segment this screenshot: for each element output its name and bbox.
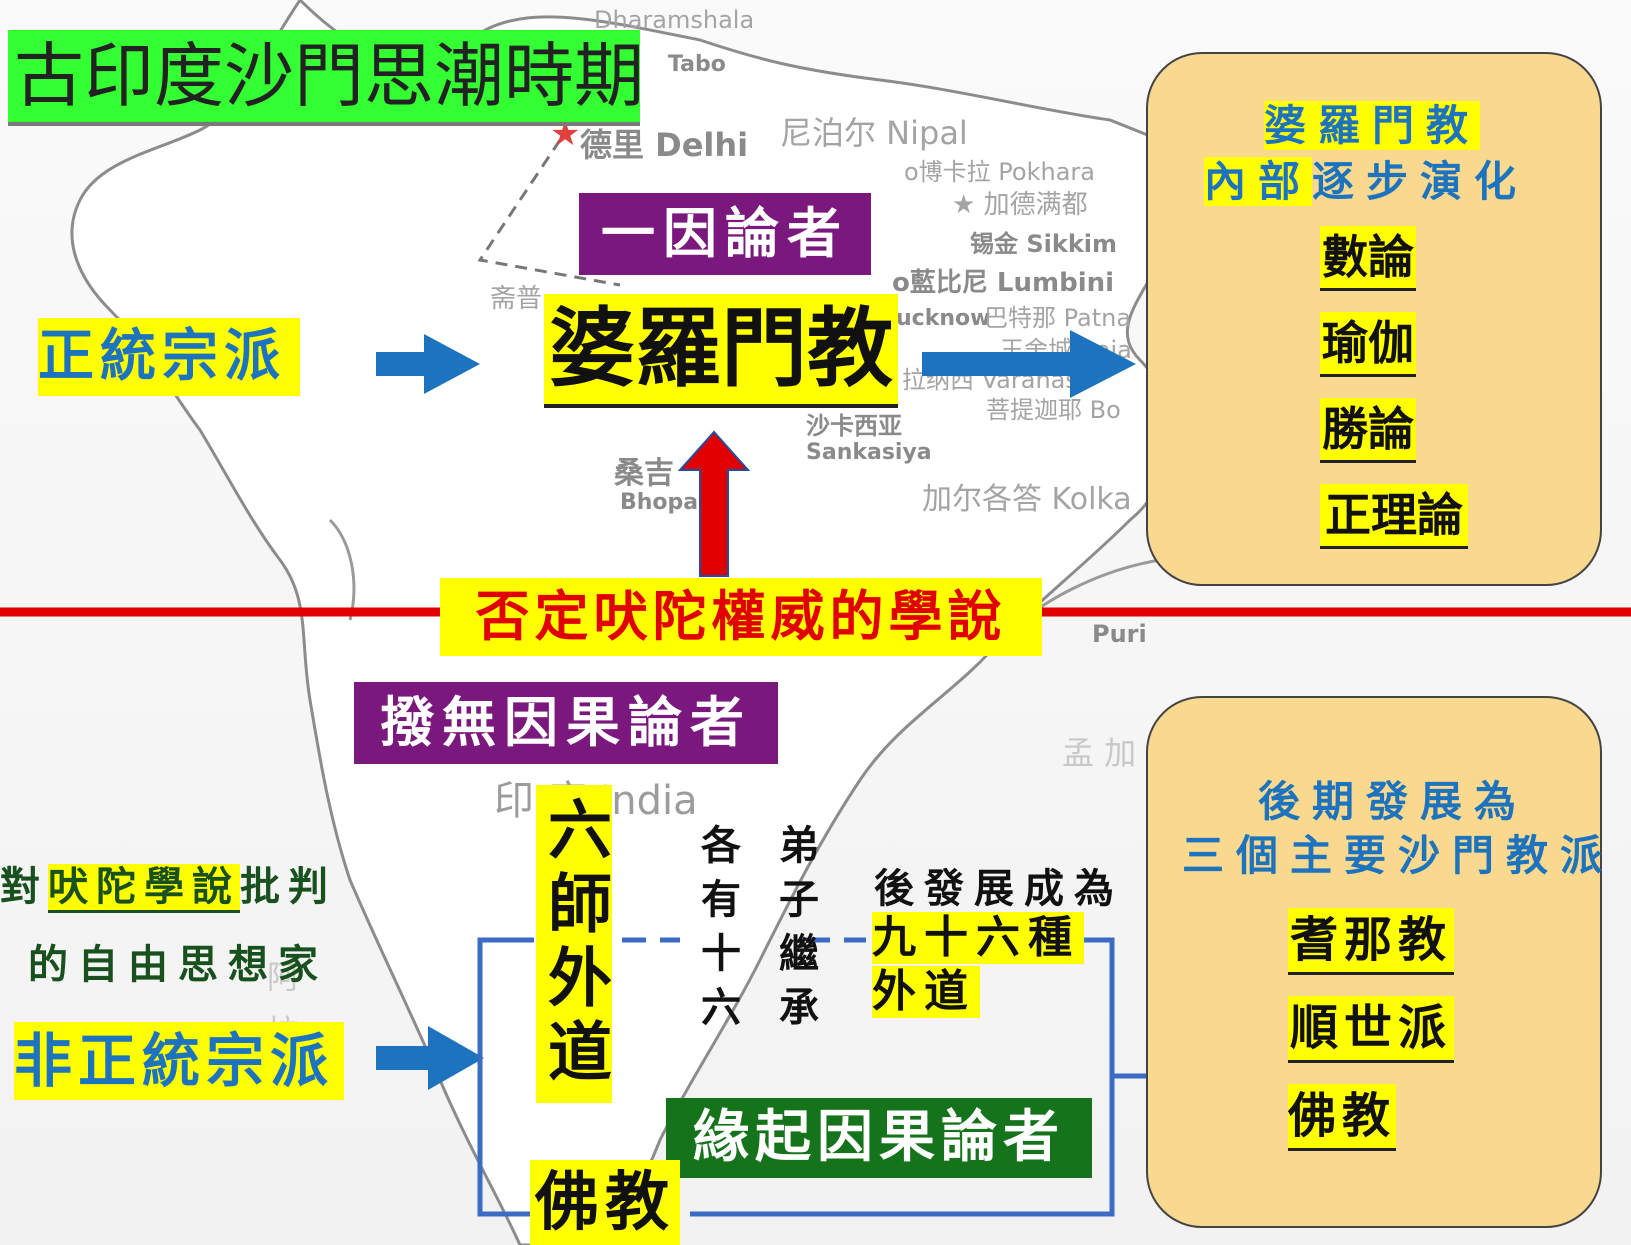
dependent-origination-label: 緣起因果論者: [666, 1098, 1092, 1178]
critique-vedas-text: 對吠陀學說批判: [0, 854, 336, 913]
box-top-heading-2: 內部逐步演化: [1204, 148, 1528, 209]
orthodox-arrow: [376, 334, 480, 394]
later-became-text: 後發展成為: [874, 866, 1124, 912]
map-label-sikkim: 锡金 Sikkim: [970, 230, 1118, 258]
school-yoga: 瑜伽: [1320, 312, 1416, 377]
school-charvaka: 順世派: [1288, 996, 1454, 1063]
school-vaisheshika: 勝論: [1320, 398, 1416, 463]
orthodox-label: 正統宗派: [38, 318, 300, 396]
map-label-puri: Puri: [1092, 620, 1147, 648]
map-label-bhopal: Bhopal: [620, 490, 706, 515]
map-label-sanchi: 桑吉: [614, 456, 674, 491]
map-label-dharamshala: Dharamshala: [594, 6, 755, 34]
map-label-bodhgaya: 菩提迦耶 Bo: [986, 396, 1121, 424]
page-title: 古印度沙門思潮時期: [8, 30, 644, 126]
critique-suffix: 批判: [240, 864, 336, 910]
negate-vedas-label: 否定吠陀權威的學說: [440, 578, 1042, 656]
free-thinkers-text: 的自由思想家: [28, 942, 328, 988]
box-bottom-line2: 三個主要沙門教派: [1182, 831, 1615, 880]
box-top-line2a: 內部: [1204, 157, 1313, 206]
gulf-outline: [328, 518, 356, 621]
six-teachers-label: 六師外道: [536, 785, 612, 1103]
ninety-six-label: 九十六種: [872, 912, 1084, 964]
school-jainism: 耆那教: [1288, 908, 1454, 975]
one-cause-label: 一因論者: [579, 193, 871, 275]
box-top-heading-1: 婆羅門教: [1264, 92, 1481, 153]
map-label-sankasiya-cn: 沙卡西亚: [806, 412, 902, 440]
school-nyaya: 正理論: [1320, 484, 1468, 549]
critique-vedas-highlight: 吠陀學說: [48, 864, 240, 913]
box-top-line1: 婆羅門教: [1264, 101, 1481, 150]
box-top-line2b: 逐步演化: [1312, 157, 1529, 206]
map-label-lucknow: ucknow: [896, 306, 991, 331]
box-bottom-line1: 後期發展為: [1258, 777, 1529, 826]
map-label-pokhara: o博卡拉 Pokhara: [904, 158, 1096, 186]
map-label-patna: 巴特那 Patna: [984, 304, 1132, 332]
critique-prefix: 對: [0, 864, 48, 910]
map-label-lumbini: o藍比尼 Lumbini: [892, 268, 1115, 298]
disciples-text: 各有十六 弟子繼承: [688, 824, 824, 1040]
brahmanism-label: 婆羅門教: [544, 294, 898, 408]
disciples-col-1: 各有十六: [694, 824, 740, 1040]
bracket-left: [477, 937, 534, 1217]
heretics-label: 外道: [872, 966, 980, 1018]
map-label-bengal: 孟 加: [1062, 734, 1137, 772]
map-label-tabo: Tabo: [668, 52, 726, 77]
map-label-nepal: 尼泊尔 Nipal: [780, 114, 968, 152]
school-buddhism: 佛教: [1288, 1084, 1396, 1151]
school-samkhya: 數論: [1320, 226, 1416, 291]
map-label-sankasiya: Sankasiya: [806, 440, 932, 465]
buddhism-left-label: 佛教: [530, 1160, 680, 1245]
no-cause-label: 撥無因果論者: [354, 682, 778, 764]
non-orthodox-label: 非正統宗派: [14, 1022, 344, 1100]
non-orthodox-arrow: [376, 1026, 484, 1090]
golden-triangle-route: [477, 139, 621, 287]
negate-up-arrow: [677, 430, 751, 577]
map-label-delhi: 德里 Delhi: [580, 126, 749, 164]
map-label-kolkata: 加尔各答 Kolka: [922, 482, 1132, 517]
disciples-col-2: 弟子繼承: [772, 824, 818, 1040]
map-label-kathmandu: ★ 加德满都: [952, 190, 1088, 220]
brahmanism-to-box-arrow: [922, 330, 1136, 398]
map-label-sravasti: 斋普: [490, 284, 543, 314]
